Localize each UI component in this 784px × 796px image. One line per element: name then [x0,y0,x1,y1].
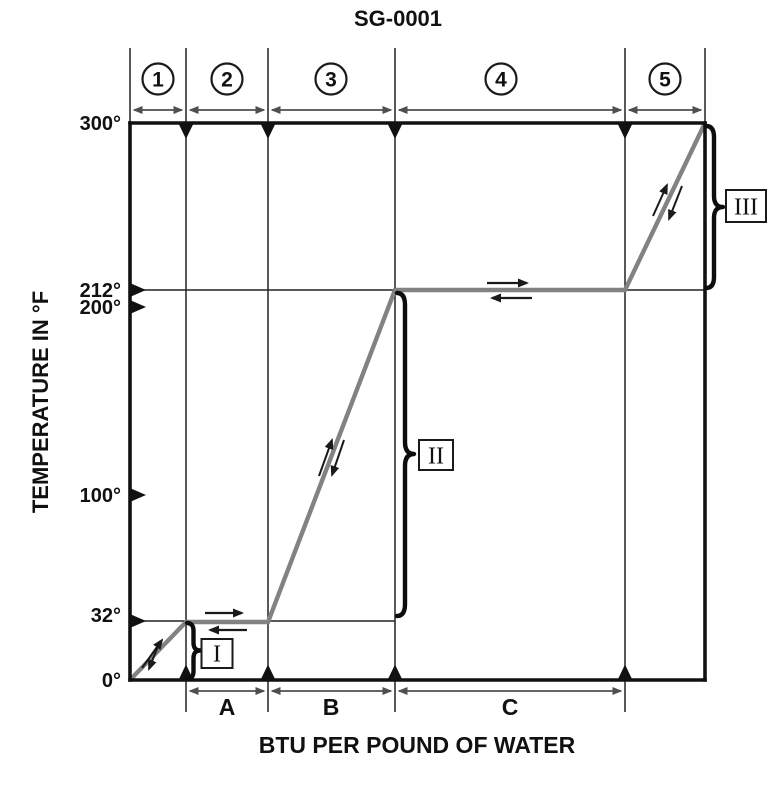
label-box-III [725,189,767,223]
bottom-marker-triangle-1 [179,664,193,679]
brace-III [703,123,726,291]
tick-32-triangle [131,614,146,628]
y-tick-212: 212° [80,280,121,302]
region-number-2: 2 [221,69,233,92]
top-marker-triangle-3 [388,124,402,139]
region-badge-2: 2 [210,62,244,96]
region-badge-1: 1 [141,62,175,96]
region-circle-1 [141,62,175,96]
top-marker-triangle-2 [261,124,275,139]
heating-curve [128,122,707,682]
tick-212-triangle [131,283,146,297]
region-number-3: 3 [325,69,337,92]
brace-label-II: II [428,444,444,470]
region-number-4: 4 [495,69,507,92]
superheat-up-arrow [652,183,668,217]
brace-label-I: I [213,642,221,668]
superheat-down-arrow [668,185,683,221]
water-heating-down-arrow [330,439,345,477]
y-tick-100: 100° [80,485,121,507]
top-marker-triangle-4 [618,124,632,139]
region-number-5: 5 [659,69,671,92]
region-circle-5 [648,62,682,96]
y-tick-0: 0° [102,670,121,692]
region-number-1: 1 [152,69,164,92]
y-tick-300: 300° [80,113,121,135]
brace-I [184,620,203,682]
bottom-marker-triangle-3 [388,664,402,679]
y-axis-title: TEMPERATURE IN °F [28,291,53,513]
ice-heating-down-arrow [148,640,161,671]
x-axis-title: BTU PER POUND OF WATER [259,732,576,758]
tick-200-triangle [131,300,146,314]
region-circle-3 [314,62,348,96]
brace-label-II-box: II [418,439,454,471]
y-tick-200: 200° [80,297,121,319]
brace-label-III: III [734,195,758,221]
label-box-I [200,638,234,669]
brace-label-III-box: III [725,189,767,223]
region-circle-4 [484,62,518,96]
region-badge-5: 5 [648,62,682,96]
span-label-a: A [219,694,236,720]
region-badge-3: 3 [314,62,348,96]
chart-title: SG-0001 [354,6,442,31]
bottom-marker-triangle-4 [618,664,632,679]
bottom-marker-triangle-2 [261,664,275,679]
top-marker-triangle-1 [179,124,193,139]
label-box-II [418,439,454,471]
span-label-c: C [502,694,519,720]
y-tick-32: 32° [91,605,121,627]
span-label-b: B [323,694,340,720]
region-circle-2 [210,62,244,96]
region-badge-4: 4 [484,62,518,96]
water-heating-up-arrow [318,438,334,477]
tick-100-triangle [131,488,146,502]
brace-label-I-box: I [200,638,234,669]
brace-II [394,290,417,619]
